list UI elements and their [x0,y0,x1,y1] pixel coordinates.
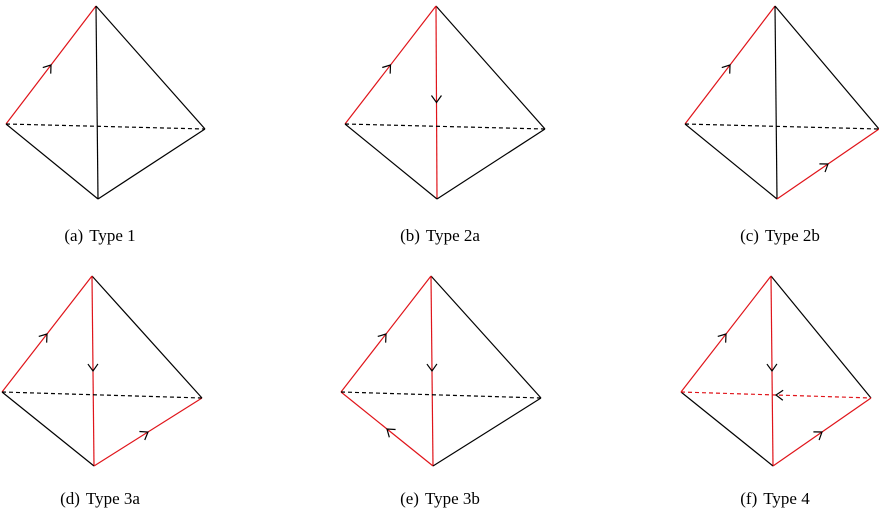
caption-type-4: (f) Type 4 [675,489,875,509]
edge-lr [340,391,542,399]
caption-label: (b) [400,226,420,245]
tetrahedron-type-2b [684,5,879,200]
edge-bl [344,123,438,200]
caption-title: Type 3a [85,489,140,508]
tetrahedron-type-2a [344,5,546,200]
arrow-icon [139,430,149,441]
edge-lr [344,123,546,130]
arrow-icon [766,363,778,373]
arrow-icon [426,363,438,373]
arrow-icon [717,333,727,343]
arrow-icon [377,333,387,343]
caption-label: (e) [400,489,419,508]
arrow-icon [813,431,823,441]
edge-tr [435,5,546,130]
caption-type-3b: (e) Type 3b [340,489,540,509]
arrow-icon [721,64,731,74]
arrow-icon [87,363,99,373]
edge-br [436,128,546,200]
edge-tr [774,5,879,130]
caption-title: Type 3b [424,489,480,508]
caption-title: Type 1 [89,226,136,245]
edge-lr [5,123,206,130]
caption-label: (d) [60,489,80,508]
caption-type-2a: (b) Type 2a [340,226,540,246]
tetrahedron-type-3a [1,275,203,467]
caption-type-2b: (c) Type 2b [680,226,879,246]
edge-tr [91,275,203,399]
edge-lr [1,391,203,399]
arrow-icon [386,428,396,438]
arrow-icon [430,95,442,104]
arrow-icon [38,333,48,343]
edge-bl [680,391,774,467]
edge-br [432,397,542,467]
caption-label: (a) [64,226,84,245]
edge-tr [430,275,542,399]
edge-tb [774,5,778,200]
edge-bl [5,123,99,200]
edge-bl [684,123,778,200]
edge-tr [770,275,872,399]
arrow-icon [774,389,784,401]
edge-lr [684,123,879,130]
tetrahedron-type-1 [5,5,206,200]
caption-title: Type 4 [763,489,810,508]
tetrahedron-type-4 [680,275,872,467]
caption-title: Type 2a [425,226,480,245]
caption-label: (c) [740,226,759,245]
edge-br [97,128,206,200]
edge-tb [95,5,99,200]
edge-tr [95,5,206,130]
edge-lr-marked [680,391,872,399]
caption-type-1: (a) Type 1 [0,226,200,246]
caption-type-3a: (d) Type 3a [0,489,200,509]
arrow-icon [42,64,52,74]
arrow-icon [819,163,829,173]
caption-title: Type 2b [764,226,820,245]
tetrahedron-type-3b [340,275,542,467]
edge-bl [1,391,95,467]
caption-label: (f) [740,489,758,508]
arrow-icon [382,64,392,74]
